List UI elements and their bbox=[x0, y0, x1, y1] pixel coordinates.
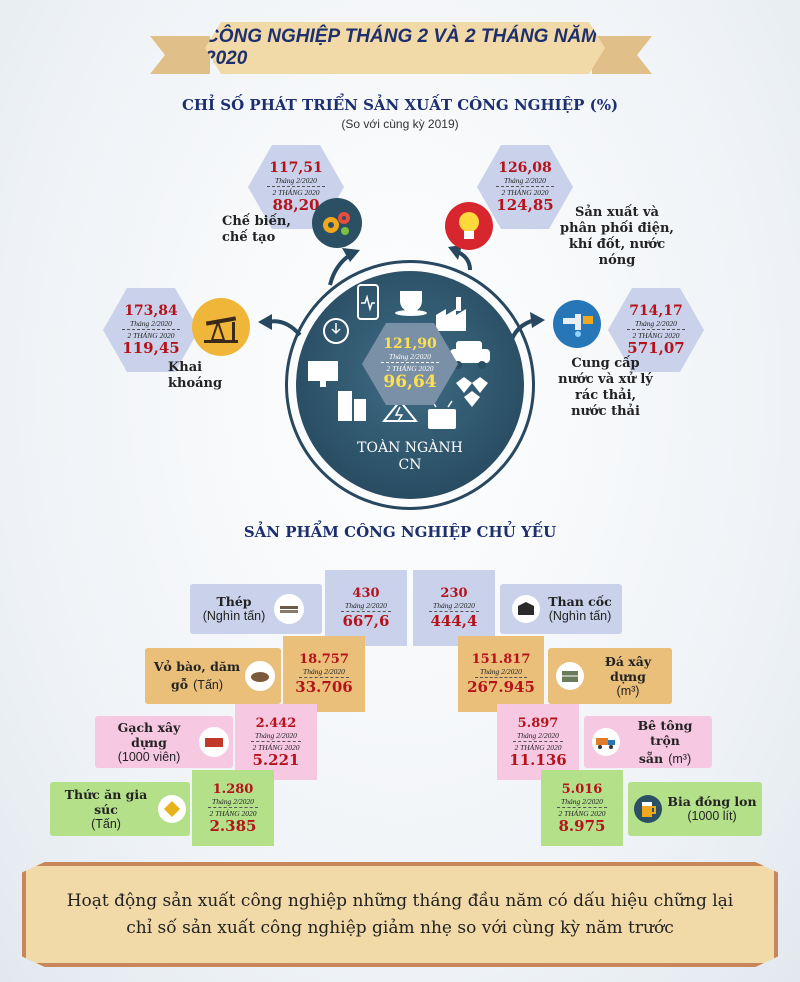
concrete-values: 5.897 Tháng 2/2020 2 THÁNG 2020 11.136 bbox=[497, 704, 579, 780]
two-months-label: 2 THÁNG 2020 bbox=[272, 188, 320, 197]
stone-values: 151.817 Tháng 2/2020 267.945 bbox=[458, 636, 544, 712]
product-concrete: Bê tông trộn sẵn (m³) bbox=[584, 716, 712, 768]
lightbulb-outline-icon bbox=[323, 318, 349, 344]
manufacturing-month-value: 117,51 bbox=[269, 160, 323, 176]
gears-icon bbox=[312, 198, 362, 248]
page-title: CÔNG NGHIỆP THÁNG 2 VÀ 2 THÁNG NĂM 2020 bbox=[205, 26, 597, 69]
hex-electricity: 126,08 Tháng 2/2020 2 THÁNG 2020 124,85 bbox=[477, 145, 573, 229]
power-icon bbox=[381, 399, 419, 422]
buildings-icon bbox=[338, 391, 366, 421]
coke-icon bbox=[512, 595, 540, 623]
title-banner: CÔNG NGHIỆP THÁNG 2 VÀ 2 THÁNG NĂM 2020 bbox=[205, 22, 605, 74]
hex-mining: 173,84 Tháng 2/2020 2 THÁNG 2020 119,45 bbox=[103, 288, 199, 372]
mining-caption: Khai khoáng bbox=[168, 360, 223, 391]
mining-two-months-value: 119,45 bbox=[122, 339, 180, 357]
beer-values: 5.016 Tháng 2/2020 2 THÁNG 2020 8.975 bbox=[541, 770, 623, 846]
wood-chips-icon bbox=[245, 661, 275, 691]
oil-pump-icon bbox=[192, 298, 250, 356]
coke-values: 230 Tháng 2/2020 444,4 bbox=[413, 570, 495, 646]
water-caption: Cung cấp nước và xử lý rác thải, nước th… bbox=[558, 356, 653, 419]
month-label: Tháng 2/2020 bbox=[275, 176, 317, 185]
feed-values: 1.280 Tháng 2/2020 2 THÁNG 2020 2.385 bbox=[192, 770, 274, 846]
total-two-months-value: 96,64 bbox=[383, 372, 437, 392]
wood-chips-values: 18.757 Tháng 2/2020 33.706 bbox=[283, 636, 365, 712]
steel-values: 430 Tháng 2/2020 667,6 bbox=[325, 570, 407, 646]
water-tap-icon bbox=[553, 300, 601, 348]
water-month-value: 714,17 bbox=[629, 303, 683, 319]
total-caption: TOÀN NGÀNH CN bbox=[357, 440, 463, 473]
feed-icon bbox=[158, 795, 186, 823]
monitor-icon bbox=[308, 361, 338, 387]
beer-icon bbox=[634, 795, 662, 823]
total-month-value: 121,90 bbox=[383, 336, 437, 352]
lightbulb-icon bbox=[445, 202, 493, 250]
index-heading: CHỈ SỐ PHÁT TRIỂN SẢN XUẤT CÔNG NGHIỆP (… bbox=[181, 96, 619, 114]
tv-icon bbox=[428, 400, 456, 429]
manufacturing-caption: Chế biến, chế tạo bbox=[222, 214, 291, 245]
steel-icon bbox=[274, 594, 304, 624]
brick-icon bbox=[199, 727, 229, 757]
center-ring bbox=[285, 260, 535, 510]
phone-icon bbox=[357, 284, 379, 320]
water-two-months-value: 571,07 bbox=[627, 339, 685, 357]
stone-icon bbox=[556, 662, 584, 690]
product-feed: Thức ăn gia súc (Tấn) bbox=[50, 782, 190, 836]
center-icons bbox=[308, 284, 490, 429]
product-steel: Thép (Nghìn tấn) bbox=[190, 584, 322, 634]
product-beer: Bia đóng lon (1000 lít) bbox=[628, 782, 762, 836]
summary-text: Hoạt động sản xuất công nghiệp những thá… bbox=[66, 890, 734, 938]
product-brick: Gạch xây dựng (1000 viên) bbox=[95, 716, 233, 768]
hex-water: 714,17 Tháng 2/2020 2 THÁNG 2020 571,07 bbox=[608, 288, 704, 372]
brick-values: 2.442 Tháng 2/2020 2 THÁNG 2020 5.221 bbox=[235, 704, 317, 780]
arrow-to-electricity bbox=[457, 250, 472, 271]
products-heading: SẢN PHẨM CÔNG NGHIỆP CHỦ YẾU bbox=[243, 523, 557, 541]
coffee-cup-icon bbox=[395, 291, 427, 316]
product-wood-chips: Vỏ bào, dăm gỗ (Tấn) bbox=[145, 648, 281, 704]
product-coke: Than cốc (Nghìn tấn) bbox=[500, 584, 622, 634]
index-subheading: (So với cùng kỳ 2019) bbox=[341, 117, 459, 131]
summary-banner: Hoạt động sản xuất công nghiệp những thá… bbox=[22, 862, 778, 967]
product-stone: Đá xây dựng (m³) bbox=[548, 648, 672, 704]
electricity-month-value: 126,08 bbox=[498, 160, 552, 176]
concrete-truck-icon bbox=[592, 728, 620, 756]
factory-icon bbox=[436, 297, 466, 331]
car-icon bbox=[450, 341, 490, 369]
diamond-icon bbox=[456, 377, 488, 407]
electricity-caption: Sản xuất và phân phối điện, khí đốt, nướ… bbox=[560, 205, 674, 268]
mining-month-value: 173,84 bbox=[124, 303, 178, 319]
manufacturing-two-months-value: 88,20 bbox=[272, 196, 320, 214]
electricity-two-months-value: 124,85 bbox=[496, 196, 554, 214]
